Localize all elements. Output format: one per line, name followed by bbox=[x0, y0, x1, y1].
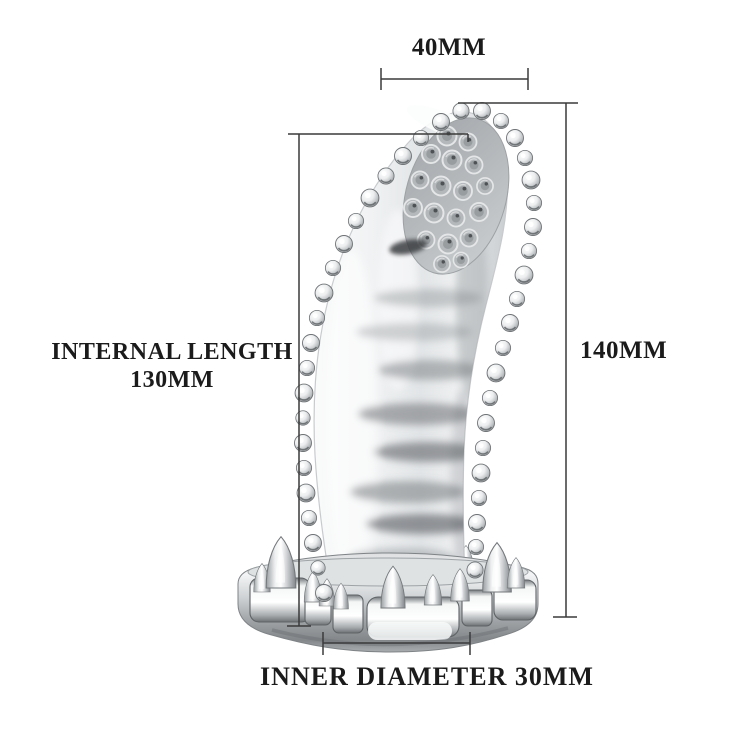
sleeve-tip-face bbox=[389, 117, 510, 275]
measurement-label-side-height: 140MM bbox=[580, 337, 668, 364]
internal-length-text: INTERNAL LENGTH bbox=[51, 339, 293, 365]
dimension-line-top-width bbox=[380, 68, 529, 90]
internal-length-value: 130MM bbox=[130, 367, 214, 394]
measurement-label-internal-length: INTERNAL LENGTH 130MM bbox=[32, 338, 312, 395]
dimension-line-inner-diameter bbox=[322, 632, 471, 655]
dimension-line-side-height bbox=[458, 102, 578, 618]
sleeve-body-shading bbox=[326, 200, 488, 590]
dimension-line-internal-length bbox=[287, 133, 469, 627]
measurement-label-inner-diameter: INNER DIAMETER 30MM bbox=[260, 662, 594, 691]
measurement-label-top-width: 40MM bbox=[411, 34, 487, 61]
